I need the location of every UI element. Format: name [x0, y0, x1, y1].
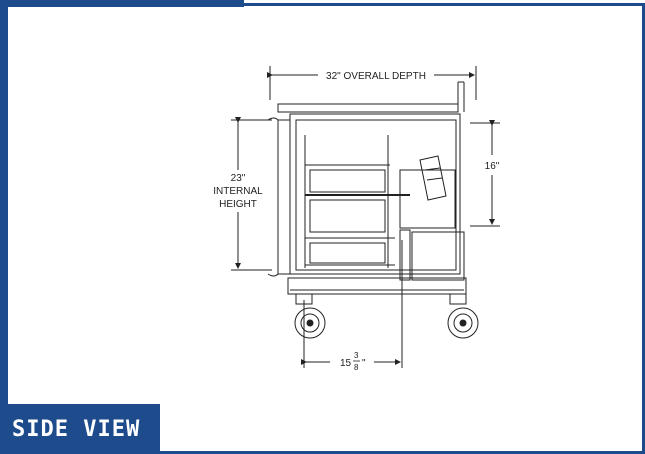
- frame-bottom-rule: [0, 451, 645, 454]
- internal-height-value: 23": [231, 173, 246, 184]
- internal-height-line2: HEIGHT: [219, 199, 257, 210]
- bottom-dim-denominator: 8: [354, 363, 359, 372]
- right-height-label: 16": [485, 161, 500, 172]
- door: [277, 119, 291, 275]
- frame-top-rule-accent: [0, 0, 244, 7]
- caster-left: [294, 307, 326, 339]
- countertop: [277, 103, 459, 113]
- caster-right: [447, 307, 479, 339]
- frame-top-rule: [244, 3, 645, 6]
- frame-left-rule: [0, 0, 8, 454]
- overall-depth-label: 32" OVERALL DEPTH: [326, 71, 426, 82]
- internal-height-line1: INTERNAL: [213, 186, 263, 197]
- side-view-title: SIDE VIEW: [12, 416, 141, 442]
- bottom-dim-inch: ": [362, 358, 366, 369]
- cabinet-base: [287, 277, 467, 295]
- bottom-dim-whole: 15: [340, 358, 352, 369]
- side-view-tag: SIDE VIEW: [0, 404, 160, 454]
- bottom-dim-numerator: 3: [354, 351, 359, 360]
- frame-right-rule: [642, 3, 645, 454]
